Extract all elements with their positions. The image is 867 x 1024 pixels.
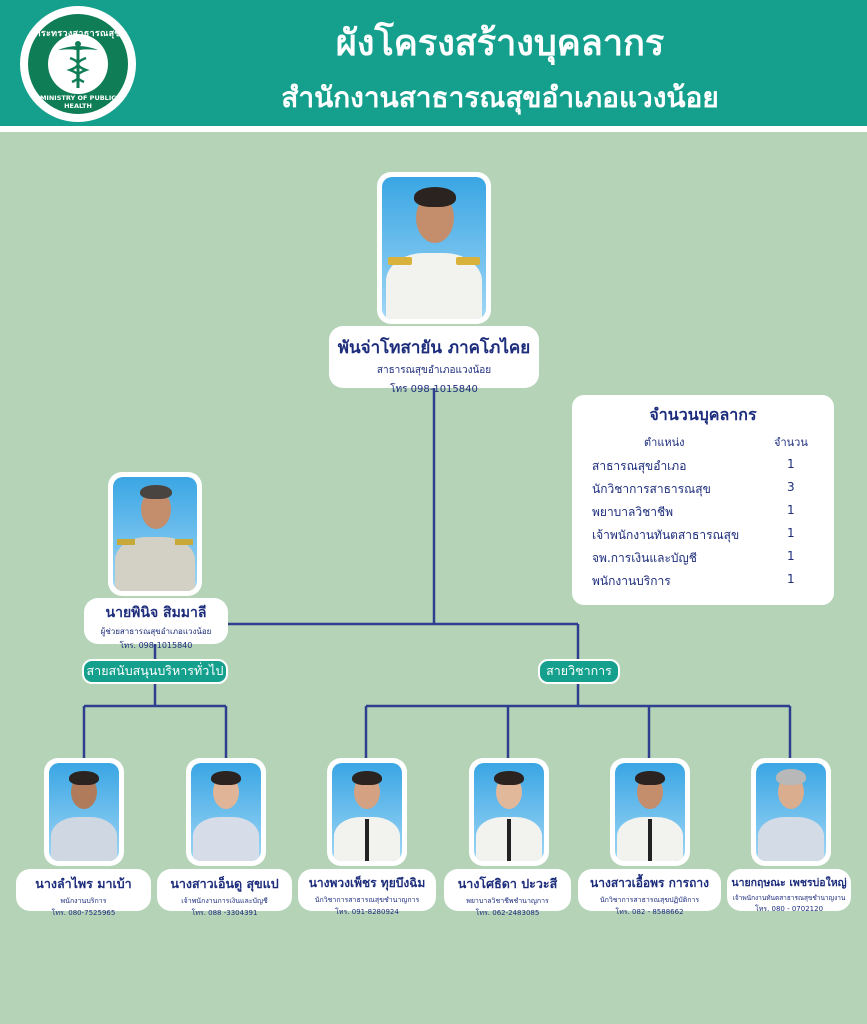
stats-col-count: จำนวน [774,436,808,449]
staff-photo-5 [610,758,690,866]
page-subtitle: สำนักงานสาธารณสุขอำเภอแวงน้อย [281,81,719,114]
logo-bottom-text: MINISTRY OF PUBLIC HEALTH [39,94,117,110]
stats-row: นักวิชาการสาธารณสุข 3 [592,480,795,496]
caduceus-icon [58,41,98,88]
stats-row: สาธารณสุขอำเภอ 1 [592,457,795,473]
staff-position: นักวิชาการสาธารณสุขปฏิบัติการ [599,896,700,904]
chief-tel: โทร 098-1015840 [390,384,478,395]
chief-card: พันจ่าโทสายัน ภาคโภไคย สาธารณสุขอำเภอแวง… [329,326,539,395]
chief-photo [377,172,491,324]
staff-photo-3 [327,758,407,866]
staff-photo-2 [186,758,266,866]
staff-name: นายกฤษณะ เพชรบ่อใหญ่ [731,877,847,889]
chief-name: พันจ่าโทสายัน ภาคโภไคย [337,338,531,358]
deputy-tel: โทร. 098-1015840 [119,641,193,650]
staff-name: นางลำไพร มาเบ้า [35,876,132,891]
staff-name: นางพวงเพ็ชร ทุยบึงฉิม [308,876,426,890]
staff-card-3: นางพวงเพ็ชร ทุยบึงฉิม นักวิชาการสาธารณสุ… [298,869,436,916]
staff-name: นางโศธิดา ปะวะสี [457,876,558,891]
stats-row: เจ้าพนักงานทันตสาธารณสุข 1 [592,526,795,542]
staff-tel: โทร. 062-2483085 [475,909,540,917]
deputy-card: นายพินิจ สิมมาลี ผู้ช่วยสาธารณสุขอำเภอแว… [84,598,228,650]
staff-photo-4 [469,758,549,866]
staff-count-table: จำนวนบุคลากร ตำแหน่ง จำนวน สาธารณสุขอำเภ… [572,395,834,605]
staff-tel: โทร. 082 - 8588662 [615,908,684,916]
branch-admin-tag: สายสนับสนุนบริหารทั่วไป [82,659,228,684]
staff-tel: โทร. 091-8280924 [335,908,399,916]
staff-position: เจ้าพนักงานทันตสาธารณสุขชำนาญงาน [732,894,846,902]
staff-name: นางสาวเอ็นดู สุขแป [170,876,279,891]
branch-academic-tag: สายวิชาการ [538,659,620,684]
stats-col-position: ตำแหน่ง [644,436,685,449]
staff-card-1: นางลำไพร มาเบ้า พนักงานบริการ โทร. 080-7… [16,869,151,917]
stats-row: พนักงานบริการ 1 [592,572,795,588]
stats-title: จำนวนบุคลากร [649,405,757,424]
chief-position: สาธารณสุขอำเภอแวงน้อย [376,365,492,376]
staff-tel: โทร. 080 - 0702120 [754,905,824,913]
staff-tel: โทร. 080-7525965 [51,909,116,917]
staff-card-6: นายกฤษณะ เพชรบ่อใหญ่ เจ้าพนักงานทันตสาธา… [727,869,851,913]
deputy-photo [108,472,202,596]
staff-position: เจ้าพนักงานการเงินและบัญชี [181,897,268,905]
staff-card-5: นางสาวเอื้อพร การถาง นักวิชาการสาธารณสุข… [578,869,721,916]
staff-card-2: นางสาวเอ็นดู สุขแป เจ้าพนักงานการเงินและ… [157,869,292,917]
staff-photo-6 [751,758,831,866]
deputy-name: นายพินิจ สิมมาลี [105,605,207,621]
stats-row: จพ.การเงินและบัญชี 1 [592,549,795,565]
staff-photo-1 [44,758,124,866]
staff-card-4: นางโศธิดา ปะวะสี พยาบาลวิชาชีพชำนาญการ โ… [444,869,571,917]
header-banner: กระทรวงสาธารณสุข MINISTRY OF PUBLIC HEAL… [0,0,867,128]
deputy-position: ผู้ช่วยสาธารณสุขอำเภอแวงน้อย [100,627,212,636]
staff-position: นักวิชาการสาธารณสุขชำนาญการ [314,896,420,904]
page-title: ผังโครงสร้างบุคลากร [335,23,665,64]
staff-position: พนักงานบริการ [60,897,107,905]
ministry-logo: กระทรวงสาธารณสุข MINISTRY OF PUBLIC HEAL… [20,6,136,122]
header-divider [0,126,867,132]
staff-tel: โทร. 088 -3304391 [191,909,258,917]
staff-name: นางสาวเอื้อพร การถาง [590,876,709,890]
staff-position: พยาบาลวิชาชีพชำนาญการ [466,897,549,905]
stats-row: พยาบาลวิชาชีพ 1 [592,503,795,519]
